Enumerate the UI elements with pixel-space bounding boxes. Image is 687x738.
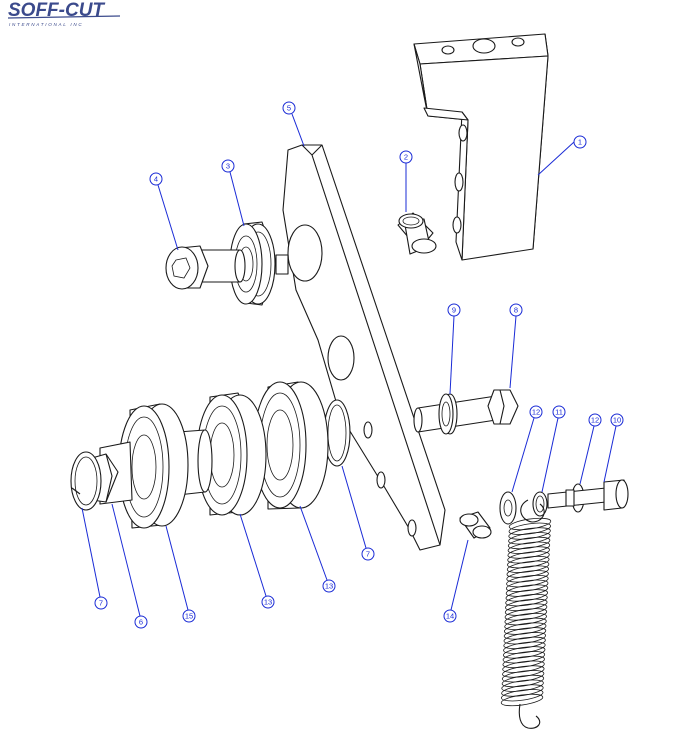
part-14-small-bushing [459, 511, 492, 539]
spring-coil [504, 612, 547, 626]
spring-coil [501, 670, 545, 683]
spring-coil [501, 674, 545, 688]
callout-bubble-4 [149, 172, 163, 186]
part-13-bearing-rear [253, 381, 329, 510]
spring-coil [507, 541, 551, 554]
callout-number-7-right: 7 [366, 550, 370, 559]
part-9-washer [438, 393, 458, 435]
spring-coil [508, 532, 551, 545]
callout-bubble-1 [573, 135, 587, 149]
callout-number-10: 10 [613, 416, 621, 425]
spring-coil [503, 622, 547, 635]
callout-number-14: 14 [446, 612, 454, 621]
spring-coil [507, 555, 550, 569]
spring-coil [503, 641, 546, 654]
spring-bottom-hook [518, 703, 541, 729]
callout-number-12-left: 12 [532, 408, 540, 417]
part-10-screw [547, 479, 629, 511]
spring-coil [504, 617, 547, 631]
callout-bubble-11 [552, 405, 566, 419]
callout-number-8: 8 [514, 306, 518, 315]
extension-spring [500, 499, 552, 729]
spring-coil [504, 603, 548, 616]
spring-coil [503, 636, 546, 650]
logo-tagline: INTERNATIONAL INC [9, 22, 83, 27]
callout-bubble-3 [221, 159, 235, 173]
callout-bubble-13-right [322, 579, 336, 593]
callout-bubble-14 [443, 609, 457, 623]
spring-coil [505, 598, 548, 612]
callout-number-12-right: 12 [591, 416, 599, 425]
callout-bubble-10 [610, 413, 624, 427]
spring-coil [503, 632, 547, 645]
callout-number-6: 6 [139, 618, 143, 627]
spring-coil [502, 655, 545, 669]
callout-number-7-left: 7 [99, 599, 103, 608]
callout-number-11: 11 [555, 408, 563, 417]
spring-top-hook [520, 499, 545, 523]
callout-bubble-13-left [261, 595, 275, 609]
soff-cut-logo: SOFF-CUT INTERNATIONAL INC [7, 0, 121, 27]
spring-coil [508, 517, 552, 531]
spring-coil [508, 527, 551, 540]
logo-wordmark: SOFF-CUT [8, 0, 105, 21]
part-5-plate [282, 144, 446, 551]
spring-coil [506, 560, 550, 573]
callouts: 1 2 3 4 5 9 8 12 11 12 [81, 101, 624, 629]
spring-coil [505, 579, 549, 592]
spring-coil [502, 665, 545, 678]
spring-coil [505, 593, 548, 607]
part-7-retaining-ring-left [70, 451, 102, 511]
spring-coil [504, 608, 548, 621]
callout-bubble-7-right [361, 547, 375, 561]
spring-coil [502, 646, 546, 659]
callout-number-13-right: 13 [325, 582, 333, 591]
callout-number-1: 1 [578, 138, 582, 147]
callout-bubble-6 [134, 615, 148, 629]
callout-bubble-7-left [94, 596, 108, 610]
spring-coil [507, 551, 550, 564]
callout-number-13-left: 13 [264, 598, 272, 607]
spring-coil [505, 584, 549, 597]
part-8-bolt [413, 389, 519, 433]
spring-coil [502, 660, 545, 673]
logo-underline [7, 15, 121, 19]
spring-coil [506, 570, 549, 583]
part-2-bushing [397, 212, 437, 255]
spring-coil [501, 684, 544, 697]
callout-number-3: 3 [226, 162, 230, 171]
spring-coil [505, 589, 549, 602]
part-12-washer-left [499, 491, 517, 525]
callout-number-4: 4 [154, 175, 158, 184]
callout-bubble-5 [282, 101, 296, 115]
spring-coil [502, 651, 546, 664]
callout-bubble-12-right [588, 413, 602, 427]
spring-coil [507, 536, 551, 550]
callout-bubble-15 [182, 609, 196, 623]
part-4-shoulder-bolt [165, 245, 289, 290]
callout-bubble-2 [399, 150, 413, 164]
callout-bubble-12-left [529, 405, 543, 419]
spring-coil [503, 627, 547, 640]
spring-coil [507, 546, 550, 559]
spring-coil [506, 574, 549, 588]
spring-coil [508, 522, 552, 535]
callout-number-5: 5 [287, 104, 291, 113]
spring-coil [500, 689, 544, 702]
callout-number-15: 15 [185, 612, 193, 621]
spring-coil [506, 565, 550, 578]
callout-number-9: 9 [452, 306, 456, 315]
part-1-bracket-block [413, 33, 549, 261]
spring-coil [500, 693, 544, 707]
callout-bubble-9 [447, 303, 461, 317]
callout-bubble-8 [509, 303, 523, 317]
spring-coil [501, 679, 544, 692]
callout-number-2: 2 [404, 153, 408, 162]
